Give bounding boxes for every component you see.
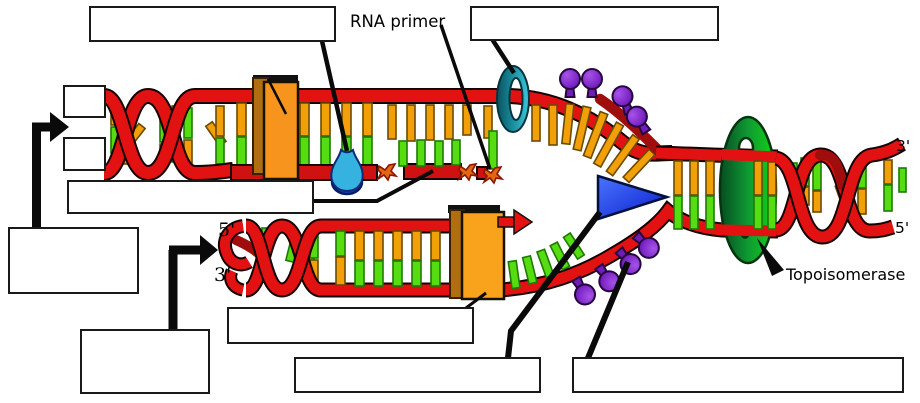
blank-box-top-right[interactable] [470,6,719,41]
polymerase-leading-icon [448,205,506,301]
rna-primer-label: RNA primer [350,12,445,31]
blank-box-under-top-helix[interactable] [67,180,314,214]
ligase-icon [330,148,364,196]
blank-box-top-left[interactable] [89,6,336,42]
leader-to-lagging-polymerase [266,78,288,115]
leader-okazaki-box [313,169,434,203]
parental-3-prime-label: 3' [896,137,910,155]
blank-box-small-lower[interactable] [63,137,106,171]
rna-primer-icon [458,163,478,181]
sliding-clamp-icon [495,65,531,133]
daughter-5-prime-label: 5' [218,219,235,241]
topoisomerase-label: Topoisomerase [785,265,905,284]
leader-topleft-box-to-ligase [319,40,350,152]
blank-label-boxes [8,6,904,394]
blank-box-bottom-right[interactable] [572,357,904,393]
leader-to-leading-polymerase [465,291,487,310]
leading-strand-direction-arrow [497,208,534,236]
leader-to-helicase [505,210,603,359]
blank-box-under-bottom-helix[interactable] [227,307,474,344]
rna-primer-icon [377,163,397,181]
helicase-icon [596,174,672,221]
polymerase-lagging-icon [252,75,300,181]
blank-box-bottom-middle[interactable] [294,357,541,393]
leader-rna-primer [439,24,492,170]
leader-topoisomerase [757,238,784,276]
elbow-arrow-left [32,112,69,230]
leader-to-ssb [585,260,631,360]
blank-box-small-upper[interactable] [63,85,106,118]
parental-5-prime-label: 5' [895,219,909,237]
top-daughter-helix [101,65,673,196]
blank-box-bottom-left[interactable] [80,329,210,394]
rna-primer-icon [483,166,503,184]
leader-topright-box-to-clamp [490,37,516,75]
leader-lines [32,24,784,360]
top-template-unpaired-bases [387,102,657,184]
parental-duplex [655,115,907,265]
bottom-duplex-base-pairs [335,230,460,287]
blank-box-left-large[interactable] [8,227,139,294]
daughter-3-prime-label: 3' [214,264,231,286]
elbow-arrow-bottom [168,235,218,330]
